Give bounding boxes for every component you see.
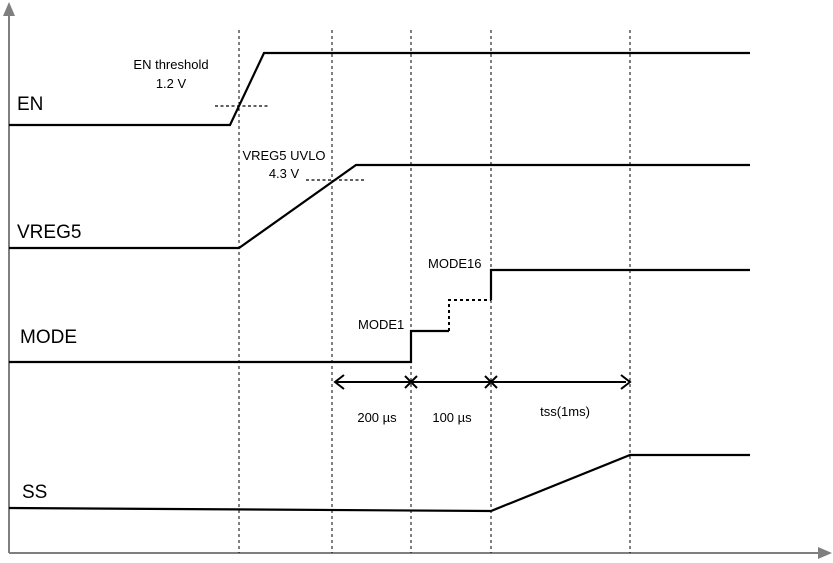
interval-200us-label: 200 µs <box>357 410 397 425</box>
en-threshold-label: EN threshold <box>133 57 208 72</box>
interval-arrow-right-icon <box>620 374 632 390</box>
en-trace <box>9 51 750 127</box>
mode1-label: MODE1 <box>358 317 404 332</box>
vreg5-trace <box>9 163 750 250</box>
ss-label: SS <box>22 482 47 503</box>
en-label: EN <box>17 94 43 115</box>
interval-cross-2-icon <box>484 375 498 389</box>
interval-arrow-left-icon <box>333 374 345 390</box>
vreg5-trace-group: VREG5 UVLO 4.3 V VREG5 <box>9 148 750 250</box>
vreg5-label: VREG5 <box>17 222 81 243</box>
y-axis-arrow-icon <box>3 2 15 16</box>
ss-trace <box>8 453 750 513</box>
vreg5-uvlo-label: VREG5 UVLO <box>242 148 325 163</box>
mode-trace-low <box>9 329 449 364</box>
en-trace-group: EN threshold 1.2 V EN <box>9 51 750 127</box>
mode-trace-high <box>489 268 750 300</box>
time-markers <box>238 30 631 553</box>
mode-label: MODE <box>20 327 77 348</box>
interval-100us-label: 100 µs <box>432 410 472 425</box>
mode-trace-group: MODE1 MODE16 MODE <box>9 256 750 364</box>
vreg5-uvlo-value: 4.3 V <box>269 166 300 181</box>
mode-trace-steps <box>448 299 491 331</box>
en-threshold-value: 1.2 V <box>156 76 187 91</box>
interval-tss-label: tss(1ms) <box>540 404 590 419</box>
ss-trace-group: SS <box>8 453 750 513</box>
x-axis-arrow-icon <box>818 547 832 559</box>
interval-cross-1-icon <box>404 375 418 389</box>
mode16-label: MODE16 <box>428 256 481 271</box>
axes <box>3 2 832 559</box>
interval-dimensions: 200 µs 100 µs tss(1ms) <box>333 374 632 425</box>
